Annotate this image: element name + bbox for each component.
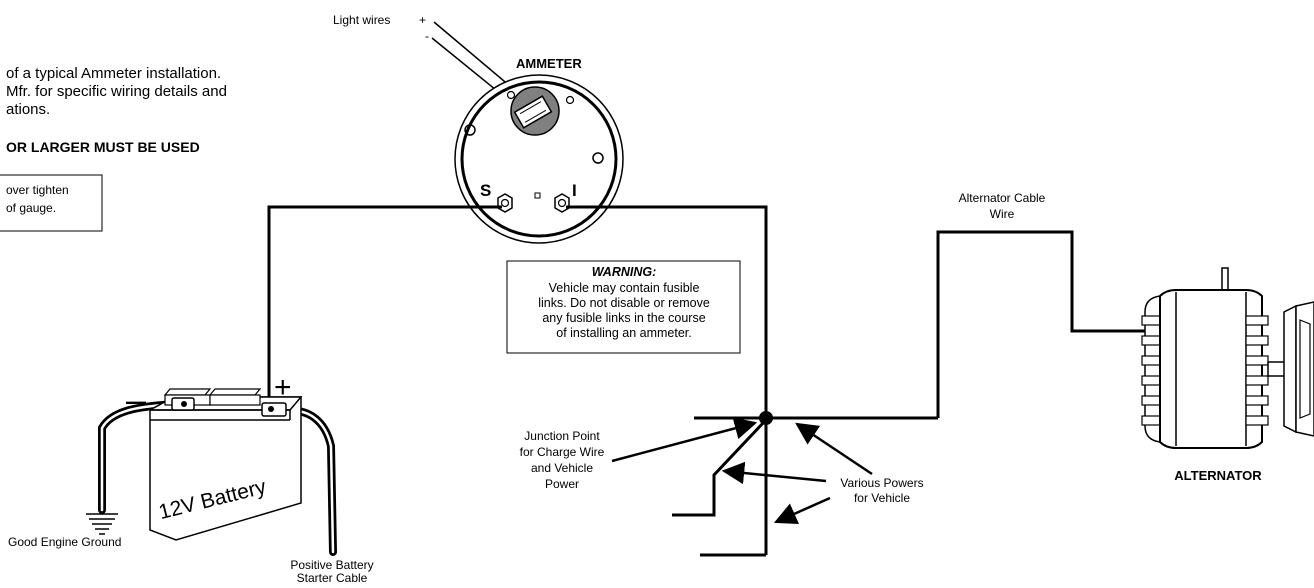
positive-terminal-clamp xyxy=(261,402,287,417)
alternator-label: ALTERNATOR xyxy=(1174,468,1262,483)
junction-label-4: Power xyxy=(545,477,579,491)
terminal-s-label: S xyxy=(480,181,491,200)
tighten-caution-box xyxy=(0,174,103,232)
wire-s-to-battery xyxy=(267,205,502,405)
terminal-i-label: I xyxy=(572,181,577,200)
alternator-cable-wire xyxy=(936,230,1150,418)
alternator-cable-label-2: Wire xyxy=(990,207,1015,221)
junction-label-2: for Charge Wire xyxy=(520,445,605,459)
ground-symbol-icon xyxy=(86,513,118,535)
wire-i-to-junction xyxy=(566,205,768,555)
mount-hole-right xyxy=(592,152,604,164)
note-wire-gauge: OR LARGER MUST BE USED xyxy=(6,139,200,155)
charge-wires xyxy=(267,205,1150,557)
alternator-cable-label-1: Alternator Cable xyxy=(959,191,1046,205)
various-arrow-upper xyxy=(795,422,873,476)
alternator-body xyxy=(1159,289,1263,449)
various-powers-annotation: Various Powers for Vehicle xyxy=(721,422,924,525)
battery-plus-label: + xyxy=(274,371,292,404)
warning-title: WARNING: xyxy=(592,265,657,279)
junction-label-3: and Vehicle xyxy=(531,461,593,475)
bulb-hole-left xyxy=(506,90,516,100)
warning-line-4: of installing an ammeter. xyxy=(556,326,692,340)
various-powers-label-1: Various Powers xyxy=(840,476,923,490)
positive-cable-label-1: Positive Battery xyxy=(290,558,373,572)
cell-cap-left xyxy=(163,388,212,396)
vehicle-power-branch-1 xyxy=(672,420,766,517)
note-line-3: ations. xyxy=(6,101,50,118)
terminal-s-stud xyxy=(497,193,513,213)
mount-hole-left xyxy=(464,124,476,136)
battery: Good Engine Ground Positive Battery Star… xyxy=(8,371,374,585)
cell-cap-right xyxy=(208,388,262,396)
junction-arrow xyxy=(611,417,758,463)
gauge-center-mark xyxy=(534,192,541,199)
negative-terminal-clamp xyxy=(171,397,195,411)
ammeter-gauge: AMMETER S I xyxy=(454,56,624,244)
warning-line-2: links. Do not disable or remove xyxy=(538,296,710,310)
ammeter-label: AMMETER xyxy=(516,56,582,71)
various-arrow-lower xyxy=(773,496,831,525)
light-socket xyxy=(510,86,560,136)
junction-annotation: Junction Point for Charge Wire and Vehic… xyxy=(520,417,758,491)
note-line-1: of a typical Ammeter installation. xyxy=(6,65,221,82)
various-arrow-middle xyxy=(721,461,827,485)
warning-frame xyxy=(506,260,741,354)
instruction-notes: of a typical Ammeter installation. Mfr. … xyxy=(0,65,227,232)
battery-minus-label: – xyxy=(126,379,146,420)
terminal-i-stud xyxy=(554,193,570,213)
junction-label-1: Junction Point xyxy=(524,429,600,443)
positive-cable-label-2: Starter Cable xyxy=(297,571,368,585)
various-powers-label-2: for Vehicle xyxy=(854,491,910,505)
caution-line-1: over tighten xyxy=(6,183,69,197)
warning-box: WARNING: Vehicle may contain fusible lin… xyxy=(506,260,741,354)
ground-label: Good Engine Ground xyxy=(8,535,121,549)
bulb-hole-right xyxy=(565,95,575,105)
light-wire-minus-label: - xyxy=(425,29,429,43)
light-wires-label: Light wires xyxy=(333,13,390,27)
warning-line-3: any fusible links in the course xyxy=(542,311,705,325)
light-wire-plus-label: + xyxy=(419,13,426,27)
alternator-pulley xyxy=(1283,301,1314,437)
alternator: Alternator Cable Wire ALTERNATOR xyxy=(959,191,1314,483)
note-line-2: Mfr. for specific wiring details and xyxy=(6,83,227,100)
warning-line-1: Vehicle may contain fusible xyxy=(549,281,700,295)
caution-line-2: of gauge. xyxy=(6,201,56,215)
